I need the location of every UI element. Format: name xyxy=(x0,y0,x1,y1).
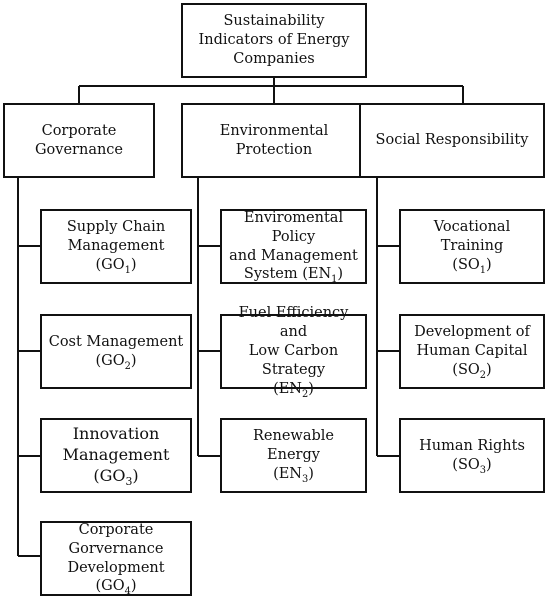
indicator-line-1: Vocational Training xyxy=(433,219,511,255)
indicator-go4: Corporate Gorvernance Development (GO4) xyxy=(40,521,192,598)
root-line-3: Companies xyxy=(233,50,315,67)
category-label-line-1: Environmental xyxy=(219,122,329,139)
indicator-line-1: Development of xyxy=(414,324,530,341)
indicator-subscript: 3 xyxy=(125,475,133,489)
indicator-go2: Cost Management (GO2) xyxy=(40,314,192,389)
indicator-tail: ) xyxy=(130,256,137,273)
indicator-subscript: 4 xyxy=(124,586,131,598)
category-environmental-protection: Environmental Protection xyxy=(181,103,367,178)
indicator-line-1: Enviromental Policy xyxy=(243,209,344,245)
indicator-line-2: (EN xyxy=(273,465,302,482)
indicator-so3: Human Rights (SO3) xyxy=(399,418,545,493)
indicator-line-1: Innovation xyxy=(72,424,160,444)
indicator-tail: ) xyxy=(486,361,492,378)
indicator-so1: Vocational Training (SO1) xyxy=(399,209,545,284)
root-line-2: Indicators of Energy xyxy=(198,32,350,49)
indicator-line-2: Management (GO xyxy=(62,445,170,485)
indicator-tail: ) xyxy=(337,266,344,283)
indicator-line-3: (EN xyxy=(273,380,302,397)
root-line-1: Sustainability xyxy=(223,13,325,30)
indicator-line-2: Human Capital (SO xyxy=(416,343,528,378)
indicator-line-2: Low Carbon Strategy xyxy=(248,343,339,378)
indicator-line-1: Fuel Efficiency and xyxy=(238,305,349,341)
indicator-subscript: 1 xyxy=(331,274,338,286)
indicator-subscript: 1 xyxy=(479,264,487,276)
indicator-line-3: System (EN xyxy=(243,266,332,283)
indicator-go1: Supply Chain Management (GO1) xyxy=(40,209,192,284)
indicator-line-2: (SO xyxy=(452,256,480,273)
indicator-line-1: Human Rights (SO xyxy=(419,437,525,473)
indicator-subscript: 2 xyxy=(479,369,487,381)
indicator-line-1: Supply Chain xyxy=(66,219,166,236)
indicator-subscript: 3 xyxy=(479,464,487,476)
category-social-responsibility: Social Responsibility xyxy=(359,103,545,178)
indicator-line-2: and Management xyxy=(229,247,358,264)
indicator-go3: Innovation Management (GO3) xyxy=(40,418,192,493)
category-label-line-1: Corporate xyxy=(41,122,117,139)
indicator-line-1: Renewable Energy xyxy=(253,428,334,464)
indicator-en2: Fuel Efficiency and Low Carbon Strategy … xyxy=(220,305,367,399)
category-label-line-2: Governance xyxy=(34,141,124,158)
indicator-line-1: Cost Management xyxy=(48,333,184,350)
indicator-line-2: (GO xyxy=(95,352,125,369)
root-node: Sustainability Indicators of Energy Comp… xyxy=(181,3,367,78)
category-label-line-1: Social Responsibility xyxy=(375,132,529,149)
indicator-subscript: 2 xyxy=(302,388,309,400)
indicator-tail: ) xyxy=(486,256,492,273)
indicator-tail: ) xyxy=(486,456,492,473)
indicator-line-2: Gorvernance xyxy=(68,540,164,557)
indicator-tail: ) xyxy=(308,465,314,482)
indicator-subscript: 1 xyxy=(124,264,131,276)
indicator-subscript: 2 xyxy=(124,360,131,372)
indicator-tail: ) xyxy=(130,352,137,369)
indicator-tail: ) xyxy=(130,578,137,595)
category-corporate-governance: Corporate Governance xyxy=(3,103,155,178)
category-label-line-2: Protection xyxy=(235,141,313,158)
indicator-subscript: 3 xyxy=(302,473,309,485)
indicator-en1: Enviromental Policy and Management Syste… xyxy=(220,209,367,286)
indicator-line-2: Management (GO xyxy=(67,238,165,273)
indicator-tail: ) xyxy=(132,465,139,485)
indicator-line-3: Development (GO xyxy=(67,559,165,595)
indicator-tail: ) xyxy=(308,380,314,397)
indicator-en3: Renewable Energy (EN3) xyxy=(220,418,367,493)
indicator-line-1: Corporate xyxy=(78,521,154,538)
indicator-so2: Development of Human Capital (SO2) xyxy=(399,314,545,389)
